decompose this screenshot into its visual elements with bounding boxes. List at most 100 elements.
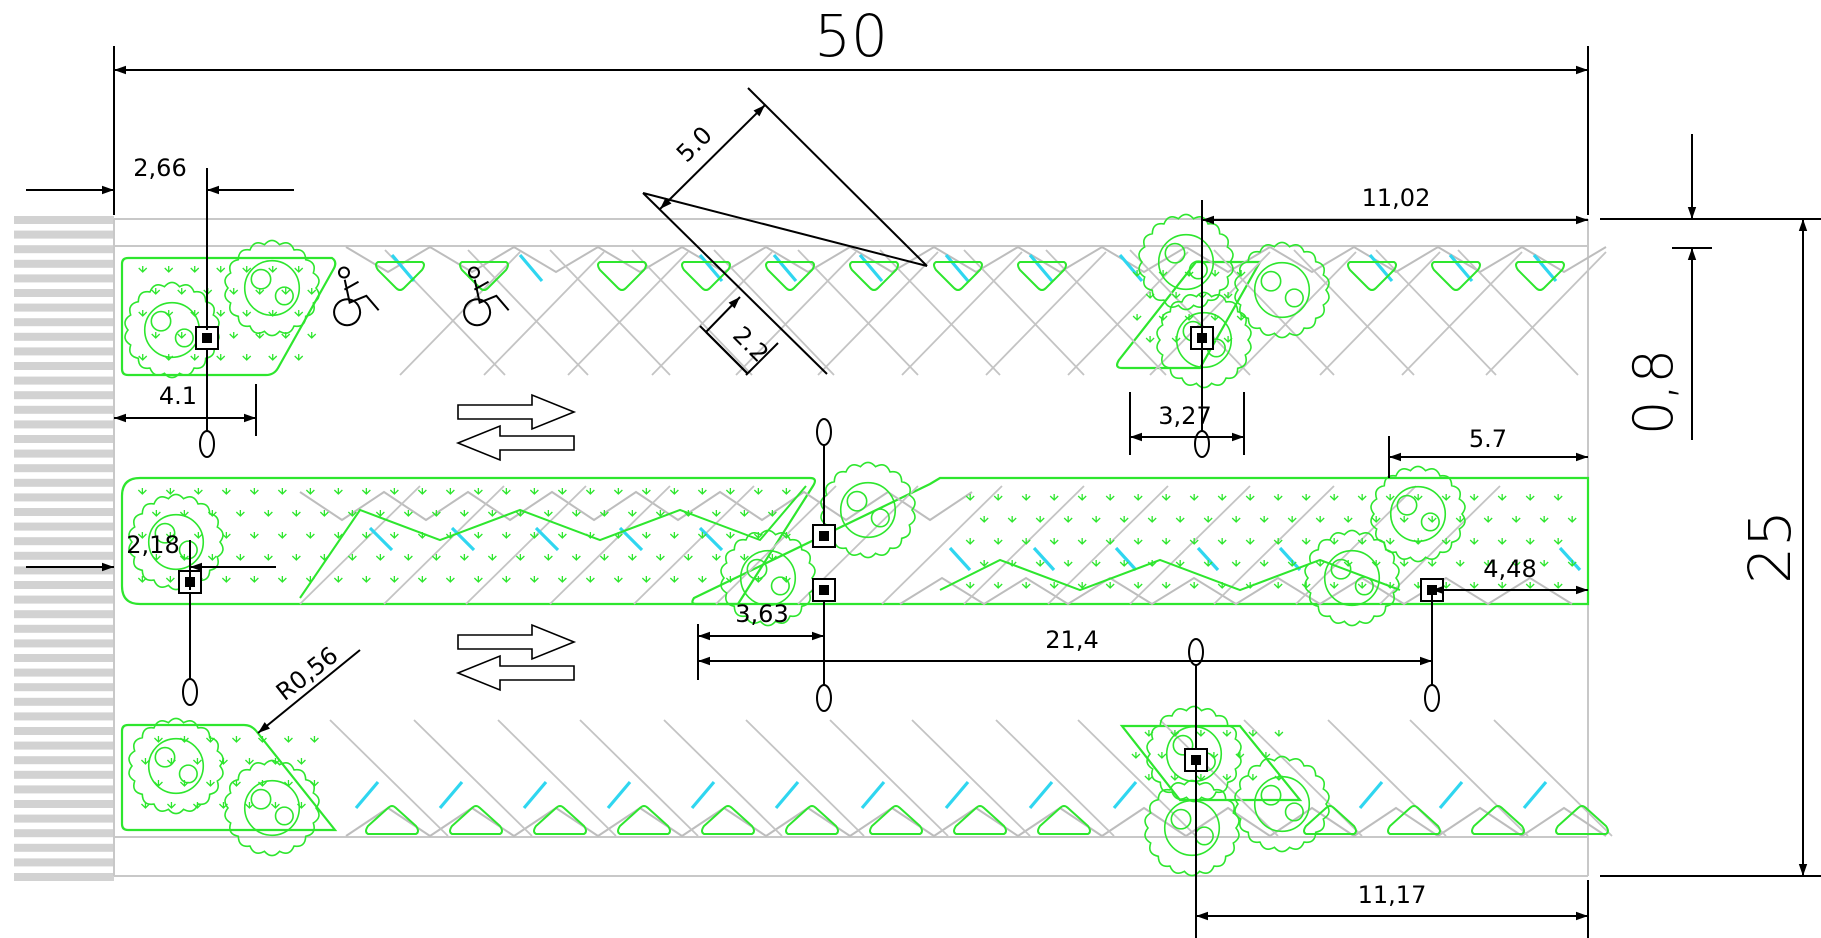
hatch-bar — [14, 624, 114, 633]
wheel-stop — [944, 780, 970, 810]
stall-line — [1485, 251, 1607, 376]
hatch-bar — [14, 683, 114, 692]
grass-tuft — [403, 510, 413, 517]
grass-tuft — [431, 510, 441, 517]
grass-tuft — [1497, 538, 1507, 545]
grass-tuft — [557, 576, 567, 583]
grass-tuft — [641, 488, 651, 495]
grass-tuft — [1399, 516, 1409, 523]
hatch-bar — [14, 376, 114, 385]
lamp-post-icon — [178, 570, 202, 706]
grass-tuft — [965, 582, 975, 589]
grass-tuft — [1567, 516, 1577, 523]
grass-tuft — [1315, 560, 1325, 567]
grass-tuft — [277, 488, 287, 495]
grass-tuft — [1222, 774, 1232, 781]
grass-tuft — [333, 488, 343, 495]
triangle-planter — [1431, 261, 1481, 291]
grass-tuft — [249, 488, 259, 495]
wheel-stop — [1532, 253, 1558, 283]
grass-tuft — [1210, 270, 1220, 277]
grass-tuft — [683, 510, 693, 517]
wheel-stop — [772, 253, 798, 283]
wheel-stop — [438, 780, 464, 810]
stall-line — [549, 485, 671, 605]
grass-tuft — [417, 488, 427, 495]
grass-tuft — [375, 554, 385, 561]
triangle-planter — [681, 261, 731, 291]
bottom-left-planter — [120, 723, 338, 832]
hatch-bar — [14, 537, 114, 546]
grass-tuft — [1469, 494, 1479, 501]
arrow-left-icon — [455, 424, 575, 462]
grass-tuft — [1245, 538, 1255, 545]
grass-tuft — [305, 488, 315, 495]
grass-tuft — [1049, 582, 1059, 589]
tree-icon — [128, 717, 224, 815]
hatch-bar — [14, 581, 114, 589]
grass-tuft — [1222, 730, 1232, 737]
grass-tuft — [1077, 582, 1087, 589]
stall-line — [1401, 251, 1523, 376]
grass-tuft — [1196, 730, 1206, 737]
grass-tuft — [1553, 538, 1563, 545]
triangle-planter — [375, 261, 425, 291]
grass-tuft — [417, 576, 427, 583]
grass-tuft — [283, 736, 293, 743]
hatch-bar — [14, 668, 114, 677]
grass-tuft — [216, 310, 226, 317]
grass-tuft — [1248, 730, 1258, 737]
grass-tuft — [1035, 516, 1045, 523]
grass-tuft — [697, 576, 707, 583]
grass-tuft — [137, 532, 147, 539]
lamp-post-icon — [1184, 638, 1208, 772]
grass-tuft — [655, 510, 665, 517]
grass-tuft — [1203, 516, 1213, 523]
grass-tuft — [1483, 560, 1493, 567]
grass-tuft — [1021, 582, 1031, 589]
grass-tuft — [1021, 494, 1031, 501]
grass-tuft — [979, 516, 989, 523]
triangle-planter — [1387, 805, 1441, 835]
tree-icon — [1304, 529, 1400, 627]
wheel-stop — [518, 253, 544, 283]
wheel-stop — [606, 780, 632, 810]
grass-tuft — [1413, 494, 1423, 501]
triangle-planter — [617, 805, 671, 835]
hatch-bar — [14, 697, 114, 706]
grass-tuft — [1217, 582, 1227, 589]
grass-tuft — [767, 554, 777, 561]
hatch-bar — [14, 435, 114, 443]
median-zigzag-upper — [299, 485, 807, 599]
dim-lamp-spacing: 21,4 — [1045, 626, 1098, 654]
grass-tuft — [669, 488, 679, 495]
hatch-bar — [14, 230, 114, 239]
bottom-right-tree-pit — [1119, 724, 1303, 802]
tree-icon — [1234, 755, 1330, 853]
grass-tuft — [1063, 560, 1073, 567]
grass-tuft — [1357, 582, 1367, 589]
dim-tree-pit-width: 3,27 — [1158, 402, 1211, 430]
grass-tuft — [1175, 560, 1185, 567]
hatch-bar — [14, 800, 114, 808]
grass-tuft — [655, 554, 665, 561]
triangle-planter — [459, 261, 509, 291]
triangle-planter — [933, 261, 983, 291]
grass-tuft — [473, 576, 483, 583]
grass-tuft — [669, 532, 679, 539]
grass-tuft — [627, 554, 637, 561]
lamp-post-icon — [812, 418, 836, 548]
grass-tuft — [1147, 560, 1157, 567]
stall-line — [399, 251, 521, 376]
stall-line — [1375, 249, 1497, 376]
wheel-stop — [1112, 780, 1138, 810]
grass-tuft — [993, 582, 1003, 589]
triangle-planter — [1515, 261, 1565, 291]
grass-tuft — [459, 554, 469, 561]
grass-tuft — [1119, 560, 1129, 567]
grass-tuft — [1171, 292, 1181, 299]
dimension-lines — [26, 46, 1821, 938]
grass-tuft — [1427, 560, 1437, 567]
triangle-planter — [1347, 261, 1397, 291]
wheel-stop — [698, 253, 724, 283]
